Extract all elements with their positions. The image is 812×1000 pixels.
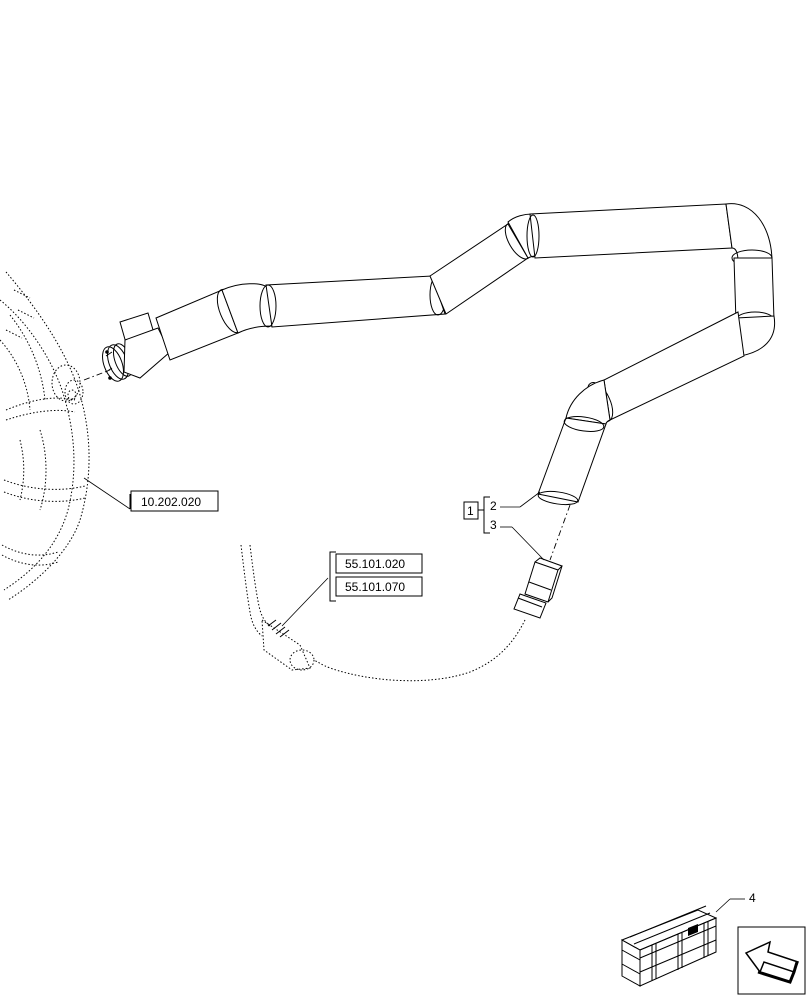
callout-group-items-2-3: 1 2 3 [463,491,545,561]
callout-item-3-label[interactable]: 3 [490,518,497,532]
connector-icon [513,557,563,619]
engine-ref-leader [83,477,131,510]
callout-item-2-label[interactable]: 2 [490,499,497,513]
sensor-ref-box-2[interactable]: 55.101.070 [335,576,423,597]
engine-housing-icon [0,271,90,601]
sensor-ref-box-1[interactable]: 55.101.020 [335,553,423,574]
pipe-assembly-icon [119,203,776,506]
navigation-arrow-icon[interactable] [737,926,806,995]
sensor-ref-1-label[interactable]: 55.101.020 [345,557,405,571]
engine-ref-label[interactable]: 10.202.020 [141,495,201,509]
sensor-ref-2-label[interactable]: 55.101.070 [345,580,405,594]
callout-box-item-1-label[interactable]: 1 [467,504,474,518]
temperature-sensor-icon [240,544,315,671]
item-4-leader [715,898,731,913]
engine-ref-box[interactable]: 10.202.020 [129,490,219,512]
sensor-ref-leader [281,577,329,627]
harness-cable [313,619,526,682]
kit-crate-icon[interactable] [620,905,718,987]
callout-item-4-label[interactable]: 4 [749,891,756,905]
